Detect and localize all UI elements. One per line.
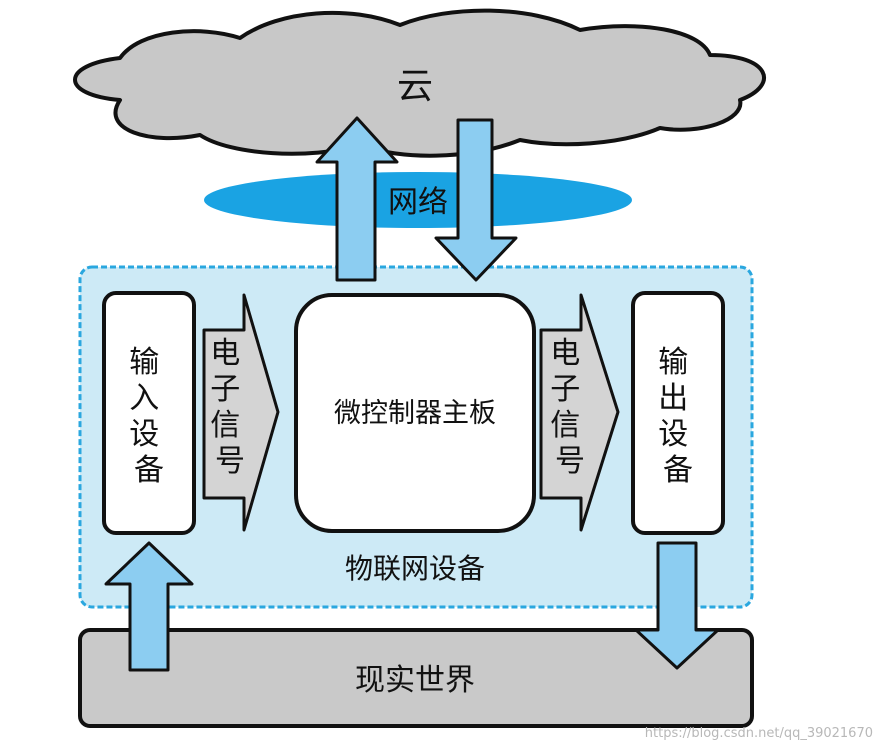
watermark-text: https://blog.csdn.net/qq_39021670 [644, 726, 873, 741]
output-device-label: 输 出 设 备 [658, 345, 698, 488]
signal-right-label: 电 子 信 号 [550, 336, 590, 479]
download-arrow [434, 118, 518, 282]
signal-left-label: 电 子 信 号 [210, 336, 250, 479]
network-label: 网络 [388, 185, 448, 220]
world-to-input-arrow [104, 541, 194, 672]
mcu-board-label: 微控制器主板 [334, 398, 496, 429]
iot-device-label: 物联网设备 [345, 552, 485, 585]
real-world-bar [78, 628, 754, 728]
output-device-box [631, 291, 725, 535]
mcu-board-box [294, 293, 536, 533]
cloud-label: 云 [397, 66, 433, 107]
upload-arrow [315, 116, 399, 282]
input-device-box [102, 291, 196, 535]
real-world-label: 现实世界 [355, 663, 475, 698]
network-ellipse [204, 172, 632, 228]
output-to-world-arrow [634, 541, 720, 670]
signal-arrow-right [539, 293, 620, 532]
input-device-label: 输 入 设 备 [129, 345, 169, 488]
signal-arrow-left [202, 293, 280, 532]
